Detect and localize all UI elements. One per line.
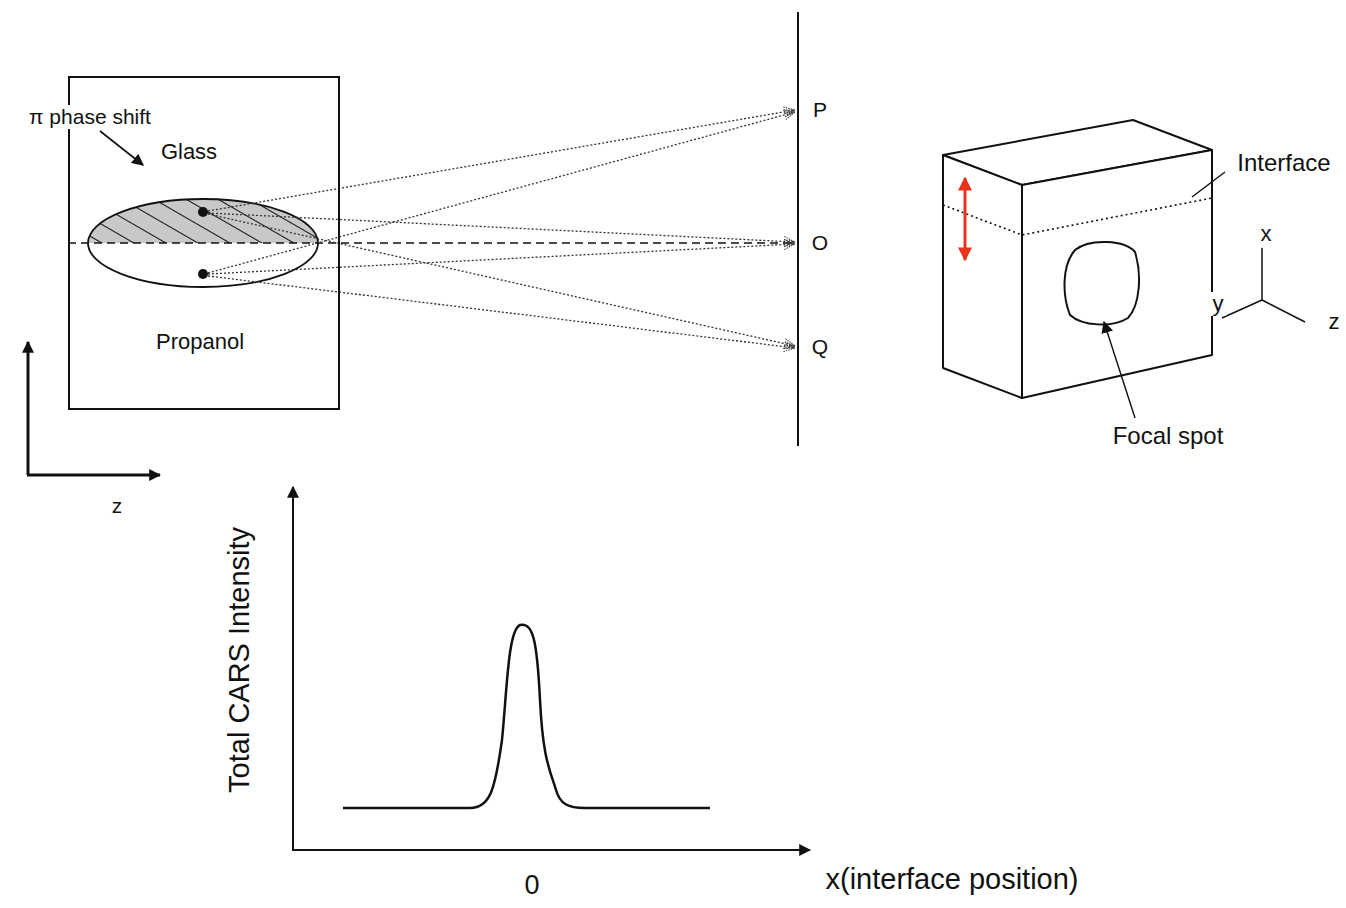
detector-screen	[797, 12, 799, 446]
leader-arrow	[100, 131, 143, 165]
phase-shift-region	[88, 199, 318, 243]
source-dot	[198, 207, 208, 217]
axis-label: z	[110, 494, 125, 517]
optical-axis	[68, 242, 796, 244]
axis-title: Total CARS Intensity	[224, 525, 256, 795]
intensity-curve	[343, 625, 710, 808]
axis	[27, 474, 160, 477]
scan-arrow	[964, 178, 967, 260]
region-label: Propanol	[156, 330, 244, 354]
axis-label: z	[1327, 310, 1342, 334]
rays	[208, 110, 795, 348]
leader-line	[1192, 172, 1225, 197]
point-label: Q	[810, 335, 830, 358]
point-label: P	[811, 98, 829, 121]
callout-label: Interface	[1235, 150, 1332, 176]
leader-arrow	[1104, 322, 1135, 418]
sample-block	[943, 120, 1212, 398]
region-label: Glass	[161, 140, 217, 164]
chart-y-axis	[292, 487, 294, 851]
callout-label: π phase shift	[27, 105, 153, 128]
callout-label: Focal spot	[1111, 423, 1226, 449]
point-label: O	[810, 231, 830, 254]
tick-label: 0	[522, 871, 541, 901]
axis-title: x(interface position)	[823, 864, 1080, 896]
axis-label: y	[1211, 292, 1226, 316]
chart-x-axis	[292, 849, 810, 851]
focal-spot	[1065, 242, 1140, 325]
axes-3d	[1222, 248, 1305, 322]
axis	[27, 342, 30, 475]
axis-label: x	[1259, 222, 1274, 246]
interface-line	[943, 198, 1212, 235]
source-dot	[198, 269, 208, 279]
